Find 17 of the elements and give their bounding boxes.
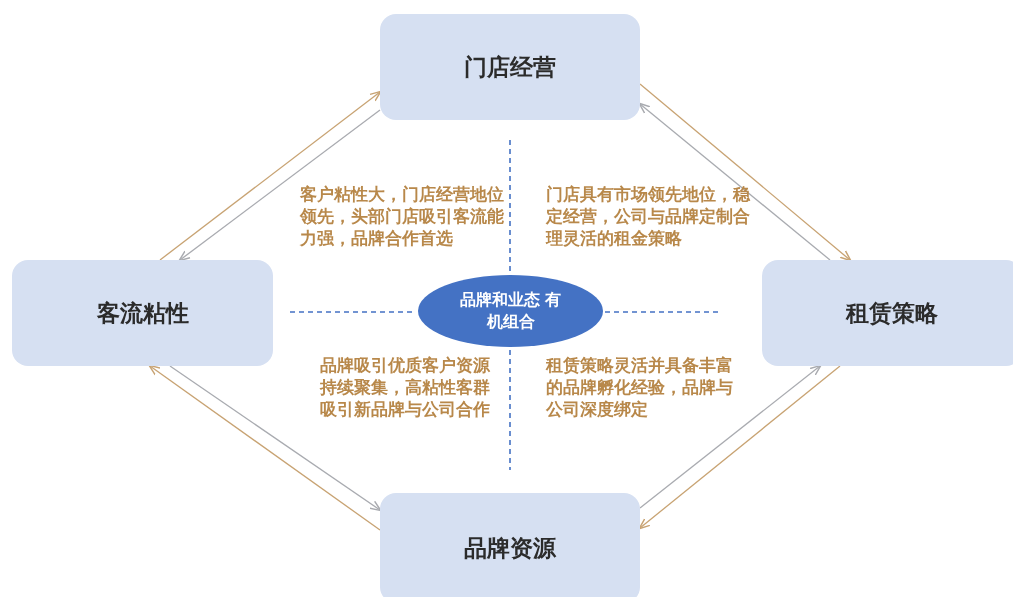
quadrant-note: 门店具有市场领先地位，稳定经营，公司与品牌定制合理灵活的租金策略 <box>546 184 751 250</box>
arrow <box>178 109 381 262</box>
arrow <box>638 365 841 530</box>
topic-box: 租赁策略 <box>762 260 1013 366</box>
topic-box: 客流粘性 <box>12 260 273 366</box>
quadrant-note: 客户粘性大，门店经营地位领先，头部门店吸引客流能力强，品牌合作首选 <box>300 184 505 250</box>
quadrant-note: 租赁策略灵活并具备丰富的品牌孵化经验，品牌与公司深度绑定 <box>546 355 734 421</box>
arrow <box>639 83 852 262</box>
topic-box: 品牌资源 <box>380 493 640 597</box>
arrow <box>169 365 382 512</box>
center-ellipse: 品牌和业态 有机组合 <box>418 275 603 347</box>
arrow <box>159 90 382 261</box>
topic-box: 门店经营 <box>380 14 640 120</box>
quadrant-note: 品牌吸引优质客户资源持续聚集，高粘性客群吸引新品牌与公司合作 <box>318 355 490 421</box>
arrow <box>639 364 822 509</box>
arrow <box>148 364 381 531</box>
arrow <box>638 102 831 261</box>
